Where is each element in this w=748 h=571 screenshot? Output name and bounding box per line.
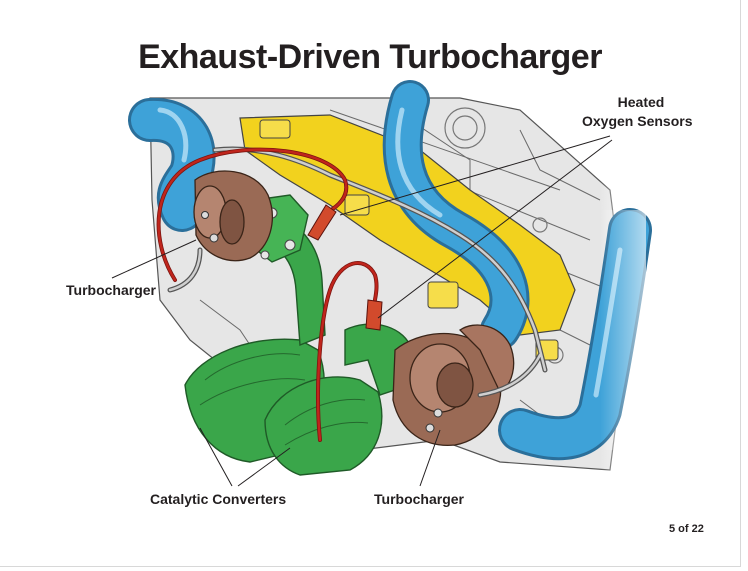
leader-sensor-upper [339,135,611,216]
label-heated: Heated [617,94,665,110]
page-indicator: 5 of 22 [669,523,704,535]
label-oxygen-sensors: Oxygen Sensors [582,113,693,129]
leader-sensor-lower [377,139,613,319]
leader-turbo-left [111,239,197,279]
oxygen-sensor-lower [365,299,383,331]
slide-title: Exhaust-Driven Turbocharger [138,38,602,76]
leader-catalytic-1 [199,427,233,487]
label-catalytic-converters: Catalytic Converters [150,491,287,507]
leader-catalytic-2 [237,447,291,487]
label-turbocharger-left: Turbocharger [66,282,156,298]
oxygen-sensor-upper [307,204,337,241]
catalytic-converter-2 [264,376,383,476]
leader-turbo-bottom [419,429,441,487]
label-turbocharger-bottom: Turbocharger [374,491,464,507]
